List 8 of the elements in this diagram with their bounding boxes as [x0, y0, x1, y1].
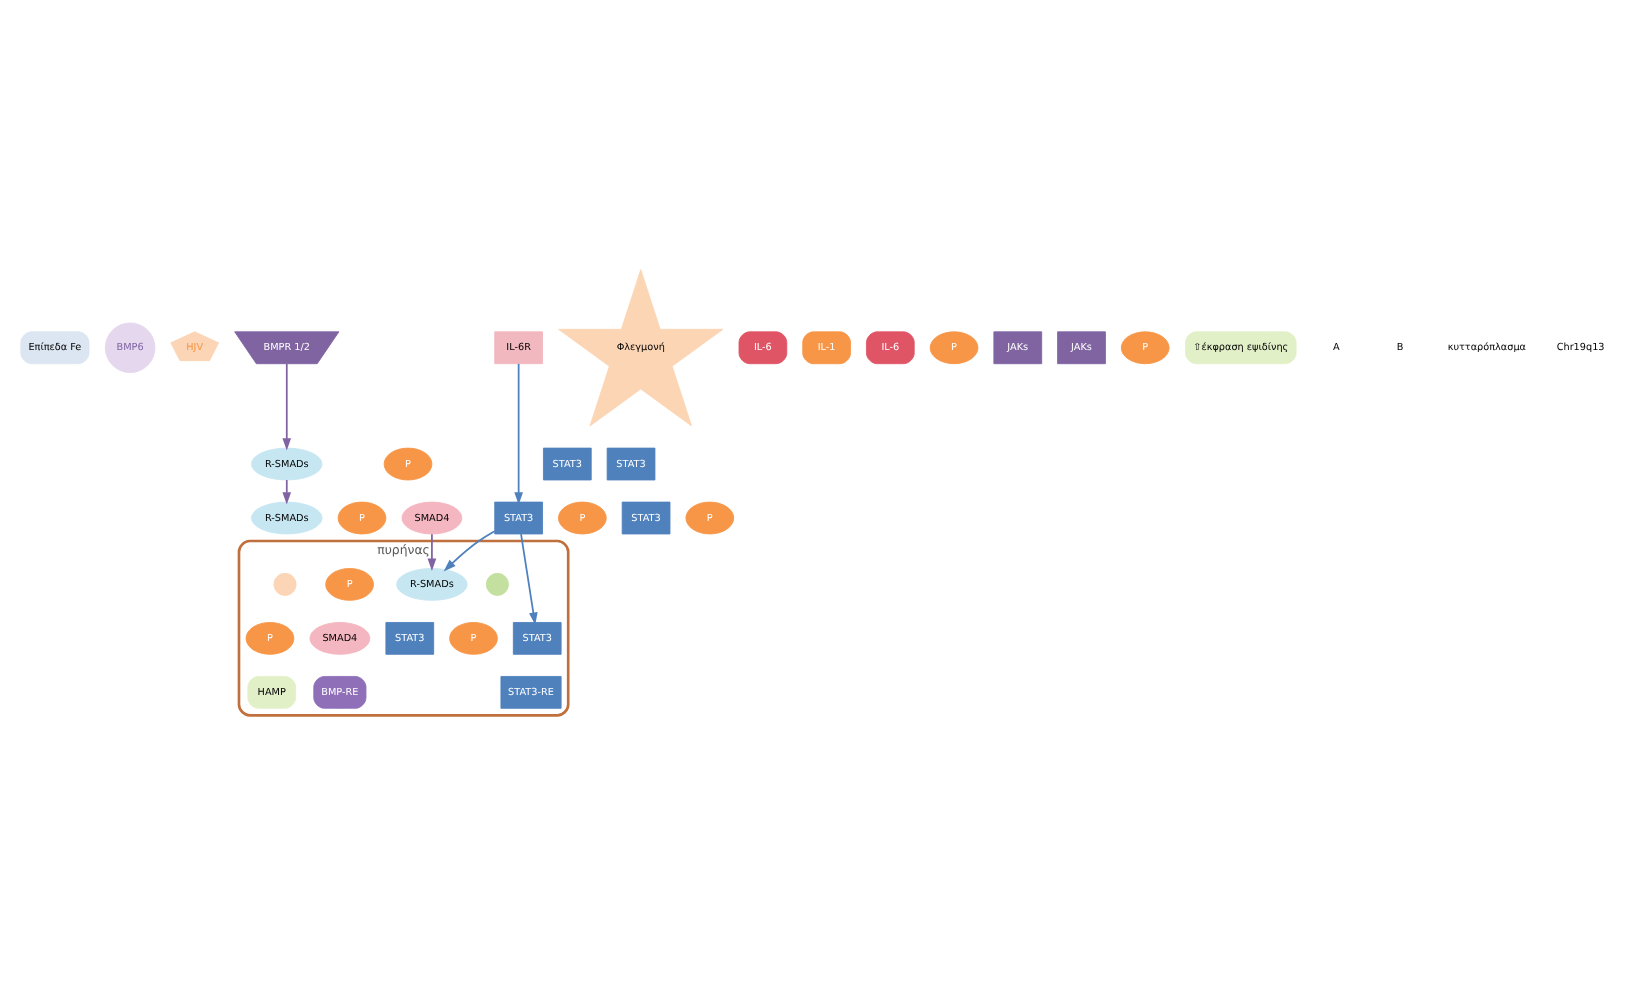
- node-circle: [485, 572, 509, 596]
- arrow: [427, 533, 437, 571]
- arrow: [282, 362, 292, 451]
- arrow: [514, 363, 523, 505]
- node-circle: [273, 572, 297, 596]
- arrow: [443, 530, 496, 572]
- arrow: [520, 533, 538, 625]
- arrow: [282, 479, 292, 505]
